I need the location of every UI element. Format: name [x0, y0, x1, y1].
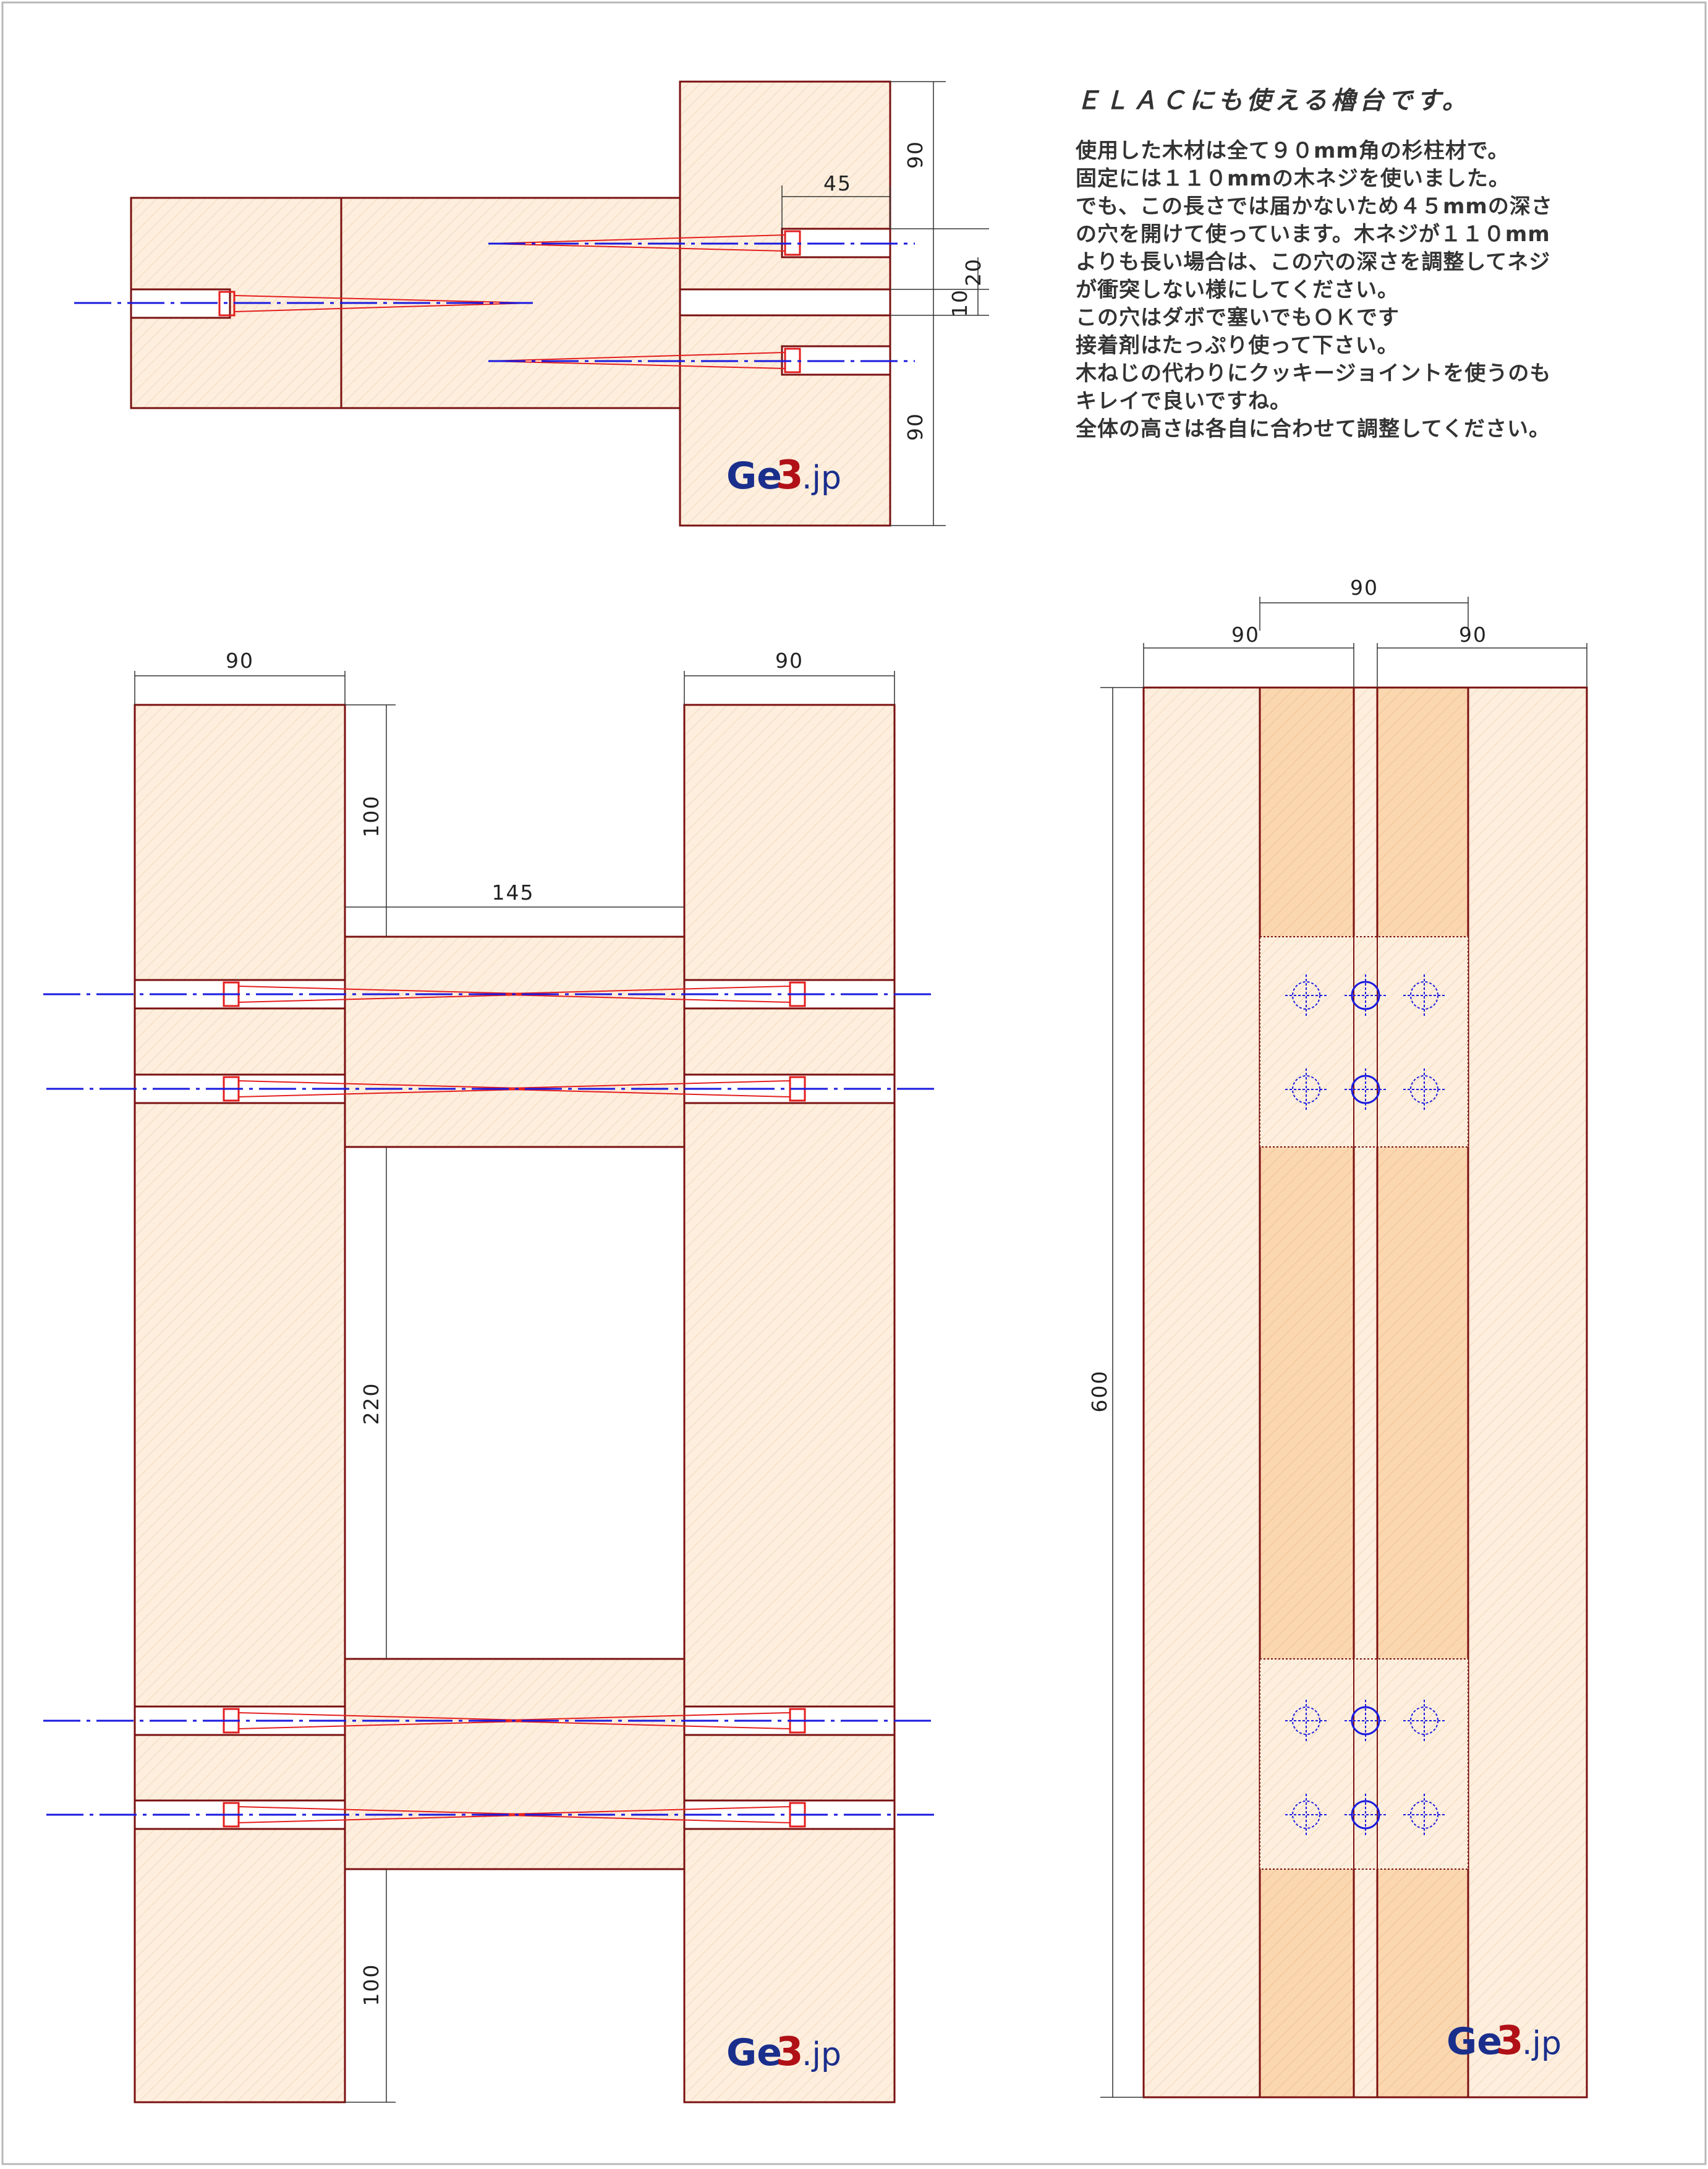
svg-text:Ge: Ge	[1447, 2020, 1502, 2063]
note-line: 固定には１１０mmの木ネジを使いました。	[1076, 166, 1510, 191]
hole-target	[1285, 1068, 1327, 1110]
svg-text:3: 3	[1496, 2018, 1524, 2064]
side-dimension-lines	[1100, 597, 1587, 2098]
hole-target	[1285, 1700, 1327, 1742]
dim-top-20: 20	[961, 258, 985, 286]
side-right-post	[1467, 686, 1588, 2099]
hole-target	[1403, 1068, 1445, 1110]
ge3-logo-front: Ge 3 .jp	[726, 2029, 841, 2075]
note-line: 使用した木材は全て９０mm角の杉柱材で。	[1076, 138, 1510, 163]
front-upper-crossbar	[344, 935, 686, 1148]
notes-title: ＥＬＡＣにも使える櫓台です。	[1076, 87, 1471, 115]
hole-target	[1285, 974, 1327, 1016]
dim-front-100-bottom: 100	[359, 1964, 383, 2006]
dim-side-90-left: 90	[1231, 623, 1260, 647]
dim-side-90-right: 90	[1459, 623, 1487, 647]
note-line: よりも長い場合は、この穴の深さを調整してネジ	[1076, 250, 1551, 275]
side-lower-crossbar-end	[1259, 1658, 1469, 1870]
dim-top-45: 45	[823, 171, 852, 195]
ge3-logo-side: Ge 3 .jp	[1447, 2018, 1561, 2064]
front-screw-level-3	[43, 1705, 937, 1736]
note-line: が衝突しない様にしてください。	[1076, 278, 1399, 302]
hole-target	[1345, 1794, 1387, 1836]
dim-front-90-left: 90	[226, 649, 254, 673]
note-line: 全体の高さは各自に合わせて調整してください。	[1076, 417, 1550, 441]
top-dimension-lines	[781, 81, 989, 526]
svg-text:.jp: .jp	[1522, 2025, 1561, 2062]
svg-text:Ge: Ge	[726, 454, 782, 498]
side-inner-right	[1376, 686, 1469, 2099]
dim-top-90-upper: 90	[903, 140, 927, 169]
hole-target	[1403, 974, 1445, 1016]
note-line: でも、この長さでは届かないため４５mmの深さ	[1076, 194, 1553, 219]
svg-text:3: 3	[776, 453, 804, 498]
svg-text:.jp: .jp	[802, 459, 841, 496]
front-screw-level-4	[46, 1799, 940, 1830]
side-holes	[1285, 974, 1445, 1836]
side-inner-left	[1259, 686, 1355, 2099]
side-left-post	[1142, 686, 1262, 2099]
note-line: キレイで良いですね。	[1076, 389, 1291, 414]
note-line: 木ねじの代わりにクッキージョイントを使うのも	[1076, 361, 1552, 386]
dim-front-220: 220	[359, 1383, 383, 1425]
hole-target	[1403, 1794, 1445, 1836]
note-line: の穴を開けて使っています。木ネジが１１０mm	[1076, 222, 1550, 247]
hole-target	[1403, 1700, 1445, 1742]
note-line: この穴はダボで塞いでもＯＫです	[1076, 305, 1400, 330]
dim-front-90-right: 90	[775, 649, 804, 673]
front-right-post	[683, 704, 896, 2103]
front-screw-level-2	[46, 1073, 940, 1104]
side-upper-crossbar-end	[1259, 936, 1469, 1148]
dim-top-10: 10	[948, 289, 972, 317]
dim-side-90-center: 90	[1350, 576, 1379, 600]
hole-target	[1345, 974, 1387, 1016]
front-dimension-lines	[134, 671, 895, 2103]
top-slot-3	[679, 288, 891, 317]
side-view: 90 90 90 600 Ge 3 .jp	[1087, 576, 1588, 2099]
hole-target	[1345, 1068, 1387, 1110]
front-view: 90 90 100 145 220 100 Ge 3 .jp	[43, 649, 940, 2103]
ge3-logo-top: Ge 3 .jp	[726, 453, 841, 498]
hole-target	[1345, 1700, 1387, 1742]
dim-top-90-lower: 90	[903, 412, 927, 441]
dim-front-145: 145	[492, 880, 535, 905]
dim-side-600: 600	[1087, 1370, 1111, 1413]
note-line: 接着剤はたっぷり使って下さい。	[1076, 333, 1399, 358]
side-center-strip	[1353, 686, 1379, 2099]
dim-front-100-top: 100	[359, 795, 383, 838]
assembly-notes: ＥＬＡＣにも使える櫓台です。 使用した木材は全て９０mm角の杉柱材で。 固定には…	[1076, 80, 1669, 443]
front-screw-level-1	[43, 979, 937, 1010]
top-view: 90 45 10 20 90 Ge 3 .jp	[74, 80, 989, 527]
svg-text:3: 3	[776, 2029, 804, 2075]
hole-target	[1285, 1794, 1327, 1836]
front-lower-crossbar	[344, 1658, 686, 1870]
svg-text:Ge: Ge	[726, 2031, 782, 2074]
svg-text:.jp: .jp	[802, 2036, 841, 2073]
front-left-post	[134, 704, 346, 2103]
